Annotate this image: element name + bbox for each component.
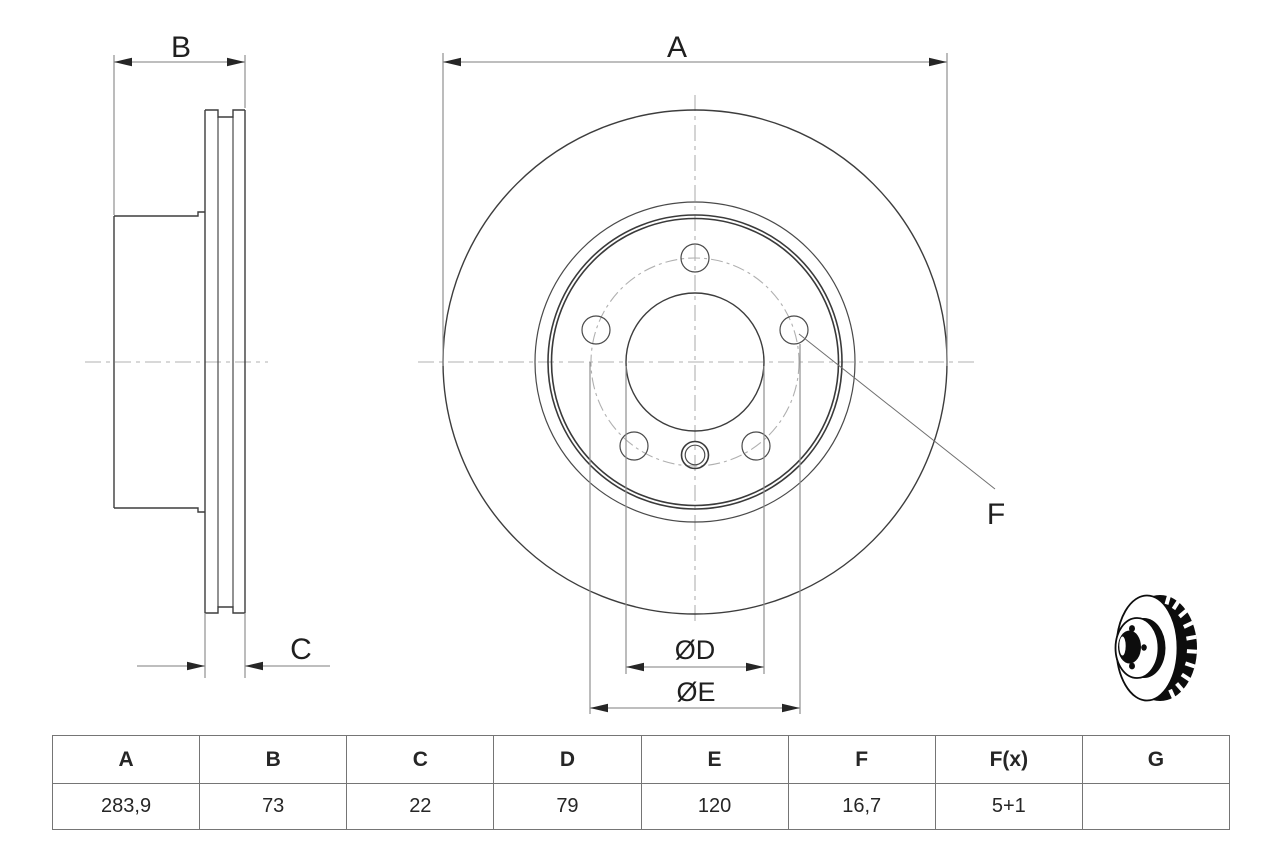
- table-value-g: [1081, 783, 1231, 830]
- hat-bottom-edge: [114, 507, 205, 513]
- vented-brake-disc-3d-icon: [1114, 594, 1198, 702]
- table-header-e: E: [640, 735, 789, 784]
- dim-a-label: A: [667, 31, 687, 64]
- table-header-f: F: [787, 735, 936, 784]
- plate-bottom-edge: [205, 606, 245, 614]
- table-header-g: G: [1081, 735, 1231, 784]
- dim-e-arrow-left: [590, 703, 608, 713]
- pin-hole-inner-circle: [684, 444, 706, 466]
- table-header-b: B: [199, 735, 348, 784]
- dim-d-arrow-left: [626, 662, 644, 672]
- bolt-hole-upper-right: [779, 315, 809, 345]
- dim-f-leader-line: [798, 333, 996, 490]
- dim-b-arrow-right: [227, 57, 245, 67]
- table-value-c: 22: [346, 783, 495, 830]
- hat-outline: [113, 211, 205, 513]
- hat-outer-circle-inner-edge: [550, 217, 840, 507]
- dim-a-arrow-left: [443, 57, 461, 67]
- front-view: A ØD ØE F: [418, 31, 1005, 714]
- center-bore-circle: [625, 292, 765, 432]
- bolt-hole-upper-left: [581, 315, 611, 345]
- hat-outer-circle: [547, 214, 843, 510]
- icon-bolt-holes: [1129, 625, 1147, 670]
- bolt-hole-lower-right: [741, 431, 771, 461]
- dim-c-arrow-right: [245, 661, 263, 671]
- dimension-f: F: [798, 333, 1005, 531]
- locating-pin-hole: [680, 440, 710, 470]
- table-header-d: D: [493, 735, 642, 784]
- icon-bore-highlight: [1119, 636, 1126, 656]
- dimension-d: ØD: [625, 366, 765, 674]
- dim-b-arrow-left: [114, 57, 132, 67]
- side-view: B C: [85, 31, 330, 678]
- bolt-holes: [581, 243, 809, 461]
- table-value-b: 73: [199, 783, 348, 830]
- hat-top-edge: [114, 211, 205, 217]
- dim-b-label: B: [171, 31, 191, 64]
- icon-vent-slots: [1164, 595, 1198, 699]
- dimension-e: ØE: [589, 344, 801, 714]
- dim-f-label: F: [987, 498, 1005, 531]
- dim-e-label: ØE: [676, 677, 715, 707]
- dim-e-arrow-right: [782, 703, 800, 713]
- dimension-c: C: [137, 613, 330, 678]
- table-value-f: 16,7: [787, 783, 936, 830]
- table-header-row: A B C D E F F(x) G: [51, 735, 1231, 784]
- dimension-table: A B C D E F F(x) G 283,9 73 22 79 120 16…: [51, 735, 1231, 830]
- dim-a-arrow-right: [929, 57, 947, 67]
- table-value-e: 120: [640, 783, 789, 830]
- dimension-b: B: [113, 31, 246, 215]
- bolt-circle-centerline: [590, 257, 800, 467]
- table-value-d: 79: [493, 783, 642, 830]
- table-value-fx: 5+1: [934, 783, 1083, 830]
- table-value-a: 283,9: [51, 783, 201, 830]
- friction-surface-inner-circle: [534, 201, 856, 523]
- dim-d-arrow-right: [746, 662, 764, 672]
- table-header-fx: F(x): [934, 735, 1083, 784]
- dim-c-arrow-left: [187, 661, 205, 671]
- dimension-a: A: [442, 31, 948, 366]
- table-value-row: 283,9 73 22 79 120 16,7 5+1: [51, 783, 1231, 830]
- table-header-c: C: [346, 735, 495, 784]
- dim-d-label: ØD: [675, 635, 716, 665]
- bolt-hole-lower-left: [619, 431, 649, 461]
- pin-hole-outer-circle: [680, 440, 710, 470]
- bolt-hole-top: [680, 243, 710, 273]
- table-header-a: A: [51, 735, 201, 784]
- disc-plates-outline: [204, 109, 246, 614]
- dim-c-label: C: [290, 633, 312, 666]
- plate-top-edge: [205, 109, 245, 118]
